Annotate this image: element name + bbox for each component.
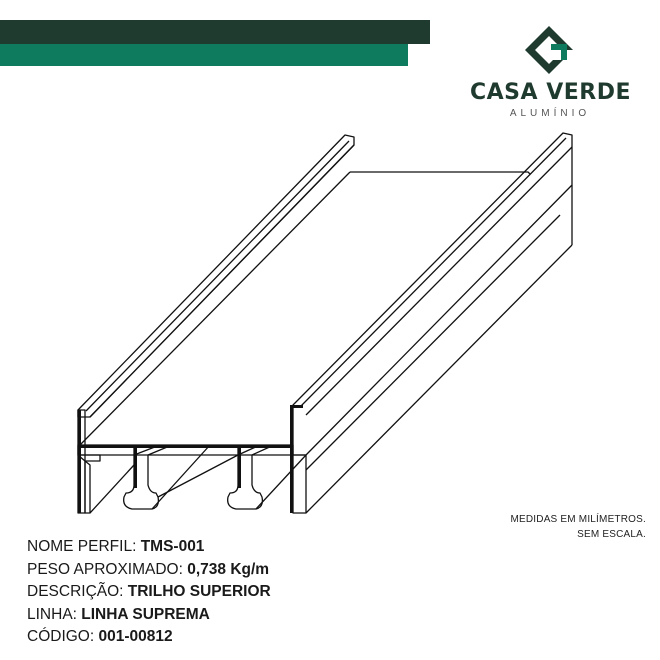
spec-nome-label: NOME PERFIL:	[27, 538, 141, 555]
spec-codigo-label: CÓDIGO:	[27, 628, 99, 645]
note-line-scale: SEM ESCALA.	[577, 529, 646, 540]
spec-peso-value: 0,738 Kg/m	[187, 560, 270, 578]
header-bar-dark	[0, 20, 430, 44]
spec-descricao: DESCRIÇÃO: TRILHO SUPERIOR	[27, 581, 271, 604]
spec-linha: LINHA: LINHA SUPREMA	[27, 604, 271, 627]
spec-nome-value: TMS-001	[140, 538, 205, 555]
spec-nome: NOME PERFIL: TMS-001	[27, 536, 271, 559]
spec-codigo-value: 001-00812	[98, 628, 173, 645]
spec-descricao-value: TRILHO SUPERIOR	[127, 583, 271, 600]
brand-logo: CASA VERDE ALUMÍNIO	[470, 22, 631, 132]
measurement-note: MEDIDAS EM MILÍMETROS. SEM ESCALA.	[510, 512, 646, 542]
brand-subtitle: ALUMÍNIO	[509, 108, 591, 119]
spec-codigo: CÓDIGO: 001-00812	[27, 626, 271, 649]
spec-peso-label: PESO APROXIMADO:	[27, 560, 188, 578]
spec-peso: PESO APROXIMADO: 0,738 Kg/m	[27, 559, 271, 582]
header-bar-green	[0, 44, 408, 66]
spec-linha-label: LINHA:	[27, 605, 82, 623]
spec-list: NOME PERFIL: TMS-001 PESO APROXIMADO: 0,…	[27, 536, 271, 649]
spec-linha-value: LINHA SUPREMA	[81, 605, 210, 623]
brand-name: CASA VERDE	[470, 80, 631, 105]
spec-descricao-label: DESCRIÇÃO:	[27, 583, 128, 600]
note-line-units: MEDIDAS EM MILÍMETROS.	[510, 514, 646, 525]
aluminium-profile-drawing	[77, 132, 573, 514]
casa-verde-logo-icon	[525, 26, 573, 74]
